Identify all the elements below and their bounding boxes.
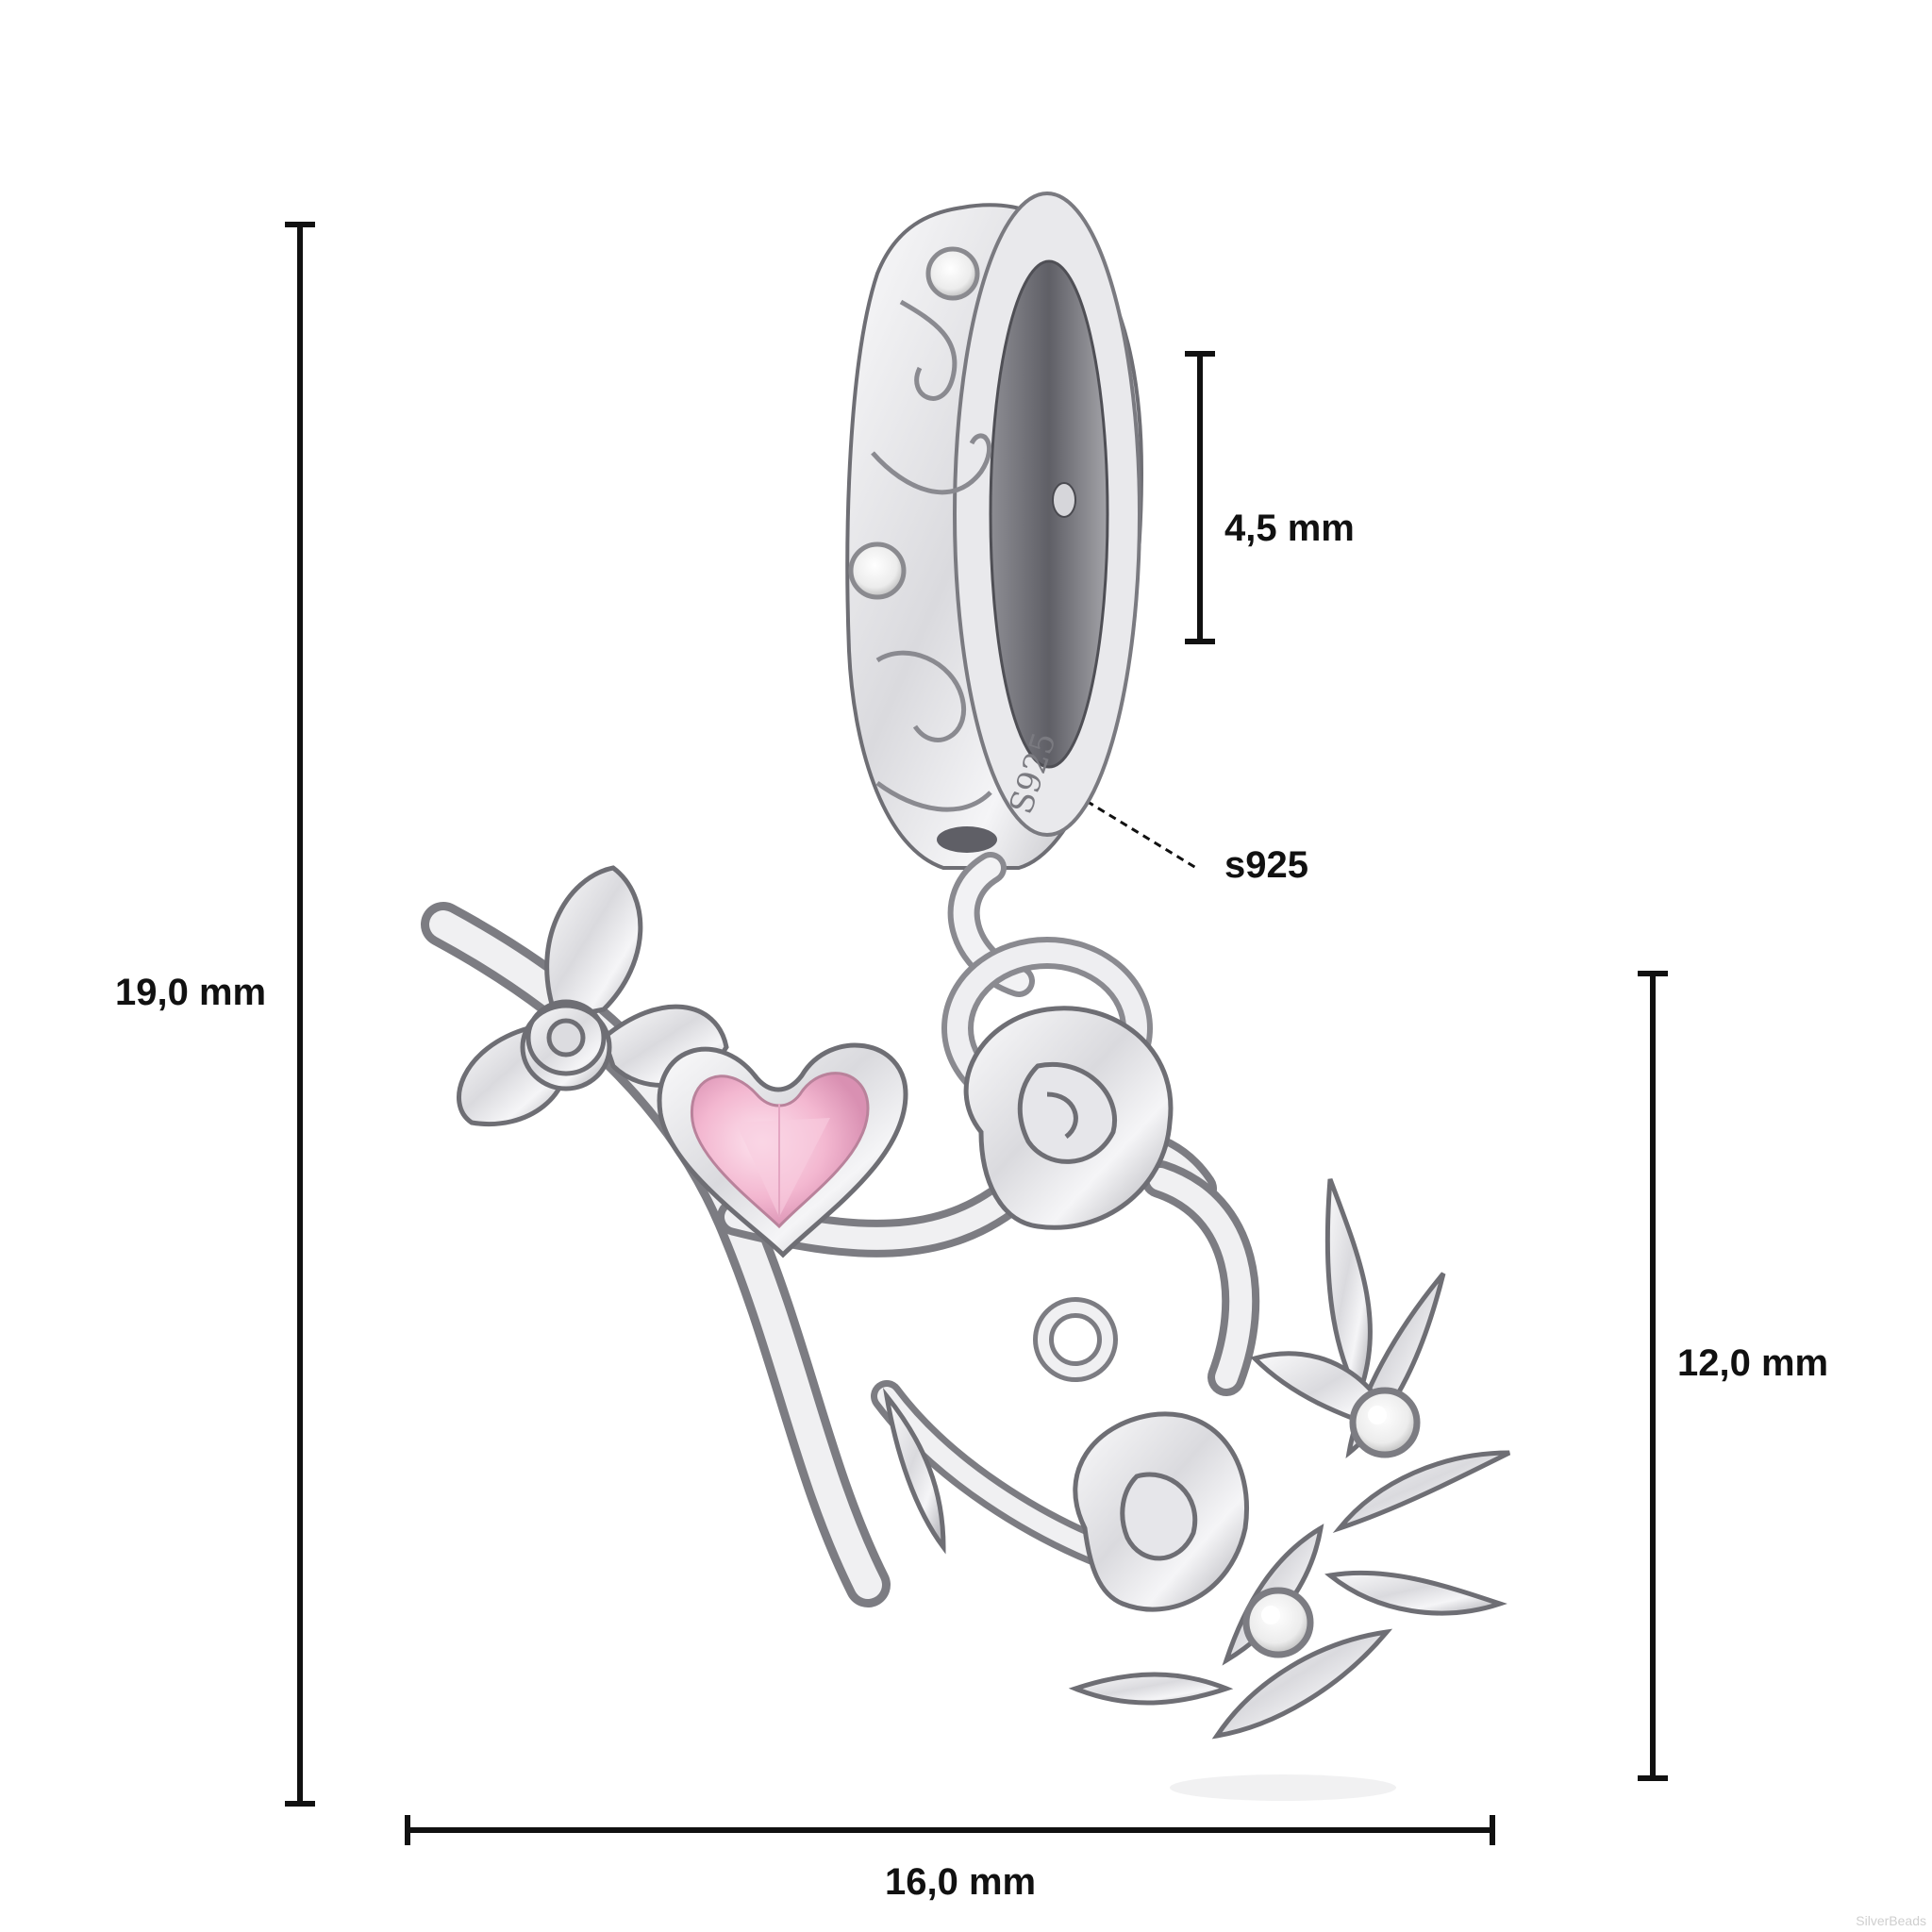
dimension-total-height xyxy=(285,222,315,1807)
dimension-pendant-height xyxy=(1638,971,1668,1781)
rose-bottom xyxy=(1073,1411,1249,1612)
watermark-text: SilverBeads xyxy=(1856,1913,1926,1928)
floor-reflection xyxy=(1170,1774,1396,1801)
bail-inner-diameter-label: 4,5 mm xyxy=(1224,508,1355,549)
total-height-label: 19,0 mm xyxy=(115,972,267,1013)
stamp-callout-label: s925 xyxy=(1224,844,1308,886)
pendant-stones xyxy=(1242,1387,1421,1658)
pendant-stone-lower xyxy=(1242,1587,1314,1658)
pendant-stone-upper xyxy=(1349,1387,1421,1458)
bail-stone-middle xyxy=(848,541,907,600)
pink-heart-stone xyxy=(657,1042,908,1258)
bow-ornament xyxy=(457,865,729,1126)
dimension-total-width xyxy=(405,1815,1495,1845)
bail-stone-top xyxy=(925,246,980,301)
stamp-callout-leader xyxy=(1074,792,1197,870)
rose-top xyxy=(963,1006,1174,1230)
total-width-label: 16,0 mm xyxy=(885,1861,1037,1903)
rose-small xyxy=(525,999,607,1076)
dimension-bail-inner xyxy=(1185,351,1215,644)
bail-ring: S925 xyxy=(845,192,1144,870)
pendant-height-label: 12,0 mm xyxy=(1677,1342,1829,1384)
